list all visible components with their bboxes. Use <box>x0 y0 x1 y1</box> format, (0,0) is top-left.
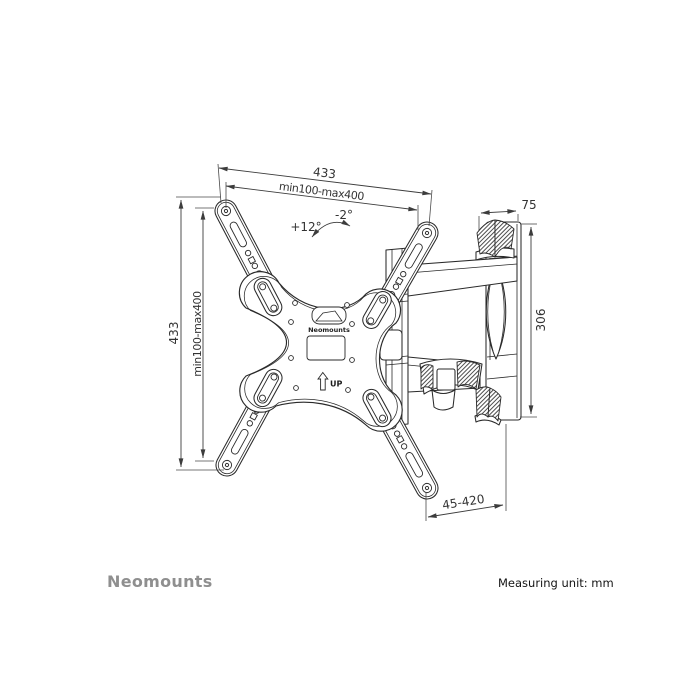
svg-text:306: 306 <box>534 309 548 332</box>
corner-pocket-bottom-right <box>362 388 392 428</box>
corner-pocket-top-right <box>362 291 392 329</box>
wall-plate-curve <box>485 263 507 360</box>
dim-tilt-up: +12° <box>290 220 321 234</box>
up-arrow-icon <box>317 371 329 391</box>
svg-text:75: 75 <box>521 198 536 212</box>
corner-pocket-bottom-left <box>253 368 283 408</box>
dim-vesa-height-range: min100-max400 <box>191 207 214 462</box>
cable-cutout <box>306 335 346 361</box>
dim-tilt-down: -2° <box>335 208 353 222</box>
dim-wall-plate-height: 306 <box>520 223 548 418</box>
bottom-pivot-knuckle <box>474 386 502 426</box>
up-label: UP <box>330 380 342 389</box>
tilt-annotation: +12° -2° <box>290 208 353 238</box>
tv-mount-drawing: Neomounts UP <box>214 199 522 500</box>
elbow-tongue <box>431 389 456 411</box>
dim-vesa-width-range: min100-max400 <box>225 180 419 230</box>
elbow-joint <box>419 358 483 411</box>
svg-text:45-420: 45-420 <box>441 492 485 512</box>
brand-wordmark: Neomounts <box>107 572 213 591</box>
svg-text:433: 433 <box>167 322 181 345</box>
handle-cutout <box>311 306 347 325</box>
plate-screw-holes <box>288 300 355 393</box>
svg-text:min100-max400: min100-max400 <box>278 180 365 203</box>
top-pivot-knuckle <box>475 219 515 261</box>
svg-text:min100-max400: min100-max400 <box>191 291 204 377</box>
dim-extension-range: 45-420 <box>425 424 507 521</box>
corner-pocket-top-left <box>253 277 283 317</box>
plate-logo: Neomounts <box>308 326 350 334</box>
measuring-unit-note: Measuring unit: mm <box>498 576 614 590</box>
dim-wall-plate-depth: 75 <box>478 198 537 230</box>
vesa-plate: Neomounts UP <box>238 271 403 432</box>
svg-text:433: 433 <box>312 165 336 182</box>
dim-vesa-height-total: 433 <box>167 196 224 471</box>
